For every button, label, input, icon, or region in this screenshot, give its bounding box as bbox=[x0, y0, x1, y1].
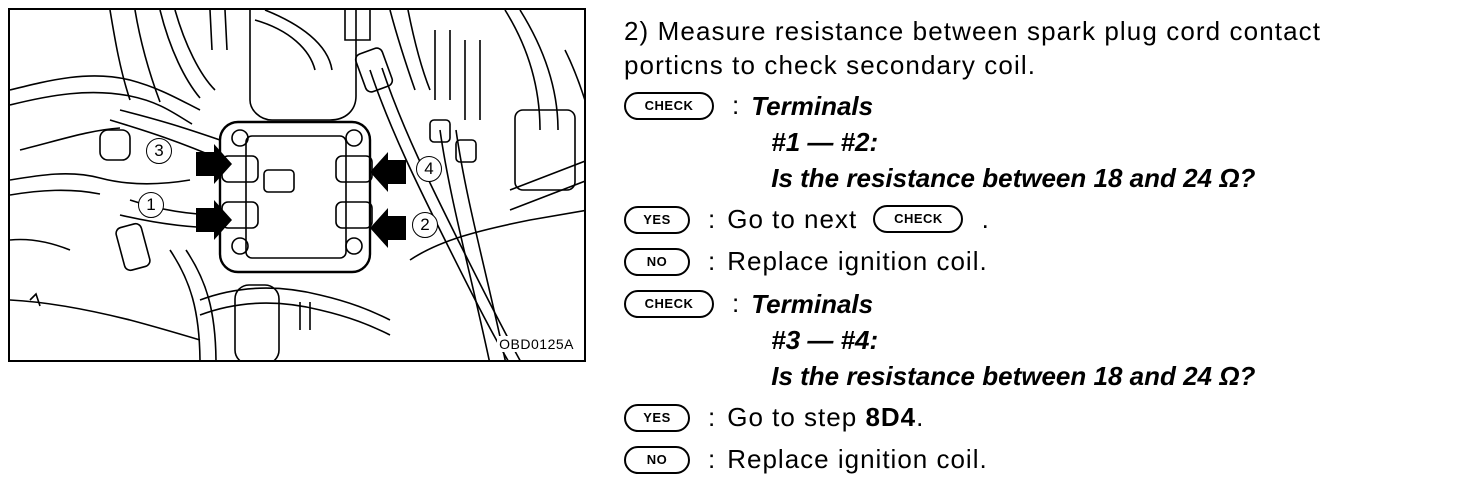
check-terminals: #1 — #2: bbox=[771, 127, 879, 157]
inline-check-tag: CHECK bbox=[873, 205, 964, 234]
callout-3: 3 bbox=[146, 138, 172, 164]
yes-tag: YES bbox=[624, 404, 690, 432]
callout-1: 1 bbox=[138, 192, 164, 218]
figure-code: OBD0125A bbox=[497, 336, 576, 352]
ignition-coil-figure: 3 1 4 2 OBD0125A bbox=[8, 8, 586, 362]
no-tag: NO bbox=[624, 248, 690, 276]
no-answer: Replace ignition coil. bbox=[727, 444, 988, 474]
separator: : bbox=[732, 288, 740, 318]
check-question: Terminals #1 — #2: Is the resistance bet… bbox=[751, 88, 1255, 196]
check-title: Terminals bbox=[751, 289, 874, 319]
check-block-2: CHECK : Terminals #3 — #4: Is the resist… bbox=[624, 286, 1464, 394]
yes-answer-text: Go to step bbox=[727, 402, 858, 432]
callout-2: 2 bbox=[412, 212, 438, 238]
no-row-2: NO : Replace ignition coil. bbox=[624, 442, 1464, 476]
separator: : bbox=[708, 204, 716, 234]
step-intro-line2: porticns to check secondary coil. bbox=[624, 50, 1037, 80]
yes-tag: YES bbox=[624, 206, 690, 234]
callout-4: 4 bbox=[416, 156, 442, 182]
separator: : bbox=[708, 402, 716, 432]
step-intro-line1: 2) Measure resistance between spark plug… bbox=[624, 16, 1322, 46]
engine-illustration bbox=[10, 10, 584, 360]
yes-row-2: YES : Go to step 8D4. bbox=[624, 400, 1464, 434]
procedure-text: 2) Measure resistance between spark plug… bbox=[624, 14, 1464, 476]
check-question: Terminals #3 — #4: Is the resistance bet… bbox=[751, 286, 1255, 394]
check-question-text: Is the resistance between 18 and 24 Ω? bbox=[771, 163, 1256, 193]
yes-row-1: YES : Go to next CHECK . bbox=[624, 202, 1464, 236]
no-row-1: NO : Replace ignition coil. bbox=[624, 244, 1464, 278]
check-terminals: #3 — #4: bbox=[771, 325, 879, 355]
separator: : bbox=[708, 444, 716, 474]
check-tag: CHECK bbox=[624, 92, 714, 120]
check-tag: CHECK bbox=[624, 290, 714, 318]
yes-answer-text: Go to next bbox=[727, 204, 858, 234]
yes-answer-step: 8D4 bbox=[865, 402, 917, 432]
separator: : bbox=[708, 246, 716, 276]
yes-answer-trail: . bbox=[981, 204, 990, 234]
no-answer: Replace ignition coil. bbox=[727, 246, 988, 276]
check-question-text: Is the resistance between 18 and 24 Ω? bbox=[771, 361, 1256, 391]
check-title: Terminals bbox=[751, 91, 874, 121]
step-intro: 2) Measure resistance between spark plug… bbox=[624, 14, 1464, 82]
yes-answer: Go to next CHECK . bbox=[727, 202, 990, 236]
yes-answer-trail: . bbox=[916, 402, 925, 432]
no-tag: NO bbox=[624, 446, 690, 474]
check-block-1: CHECK : Terminals #1 — #2: Is the resist… bbox=[624, 88, 1464, 196]
separator: : bbox=[732, 90, 740, 120]
yes-answer: Go to step 8D4. bbox=[727, 400, 924, 434]
